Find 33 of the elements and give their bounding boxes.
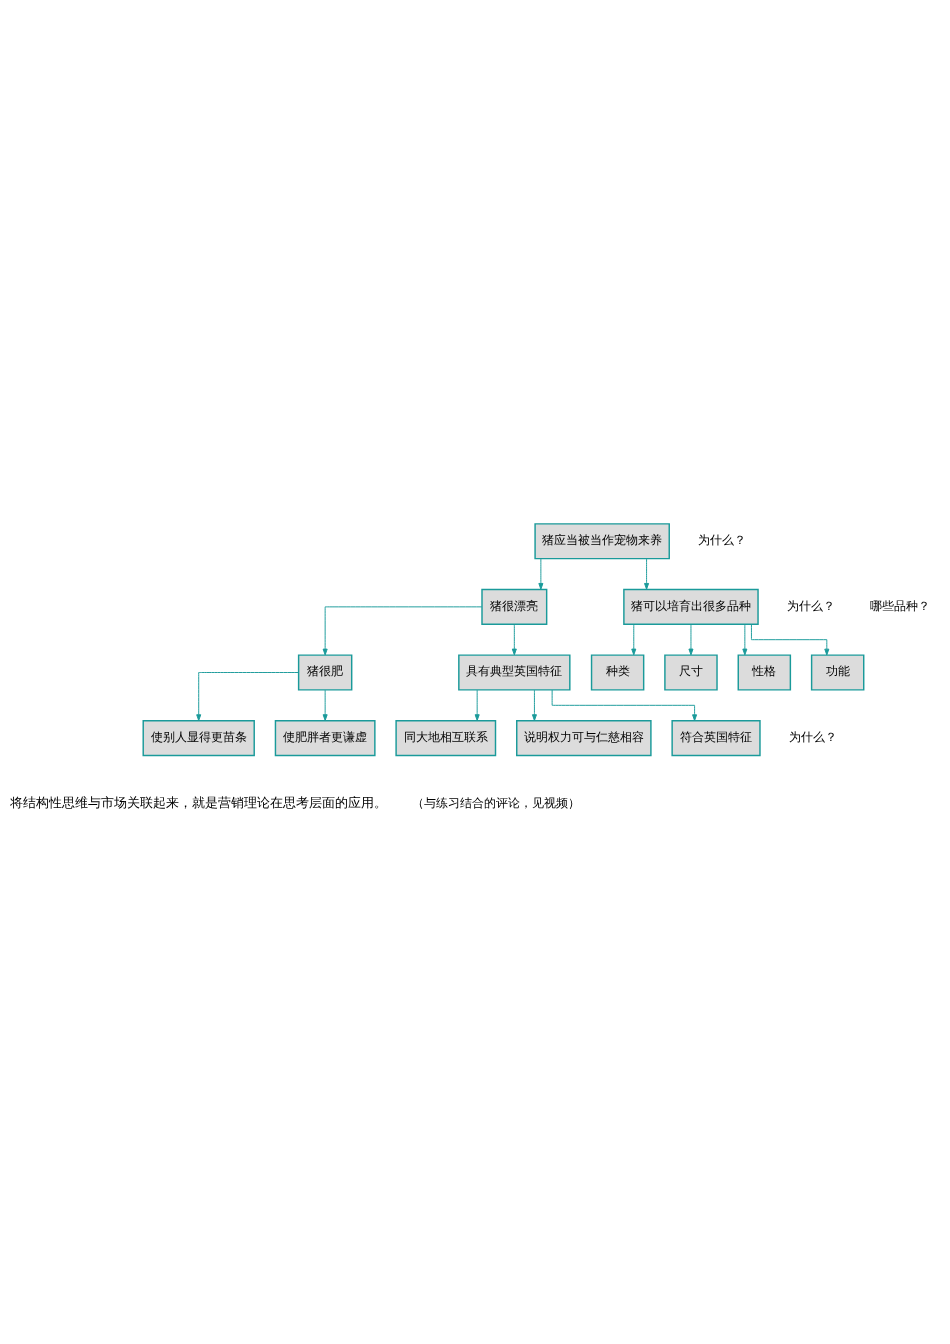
arrow — [631, 623, 637, 655]
label: 为什么？ — [788, 729, 837, 744]
node-box: 功能 — [810, 653, 865, 691]
arrow — [322, 605, 483, 655]
arrow — [531, 689, 537, 721]
arrow — [551, 689, 698, 721]
arrow — [322, 689, 328, 721]
node-box: 使别人显得更苗条 — [142, 719, 255, 756]
node-box: 猪很漂亮 — [481, 588, 548, 625]
node-box: 使肥胖者更谦虚 — [274, 719, 376, 756]
arrow — [538, 557, 544, 590]
node-box: 具有典型英国特征 — [458, 653, 571, 691]
node-box: 种类 — [590, 653, 645, 691]
arrow — [474, 689, 480, 721]
arrow — [750, 623, 830, 655]
node-box: 尺寸 — [664, 653, 718, 691]
node-box: 猪应当被当作宠物来养 — [534, 522, 670, 559]
arrow — [644, 557, 650, 590]
label: 为什么？ — [697, 532, 746, 547]
node-box: 猪可以培育出很多品种 — [623, 588, 759, 625]
node-box: 性格 — [737, 653, 792, 691]
label: 哪些品种？ — [870, 598, 931, 613]
label: 将结构性思维与市场关联起来，就是营销理论在思考层面的应用。 — [10, 794, 388, 810]
arrow — [196, 671, 299, 721]
arrow — [688, 623, 694, 655]
label: 为什么？ — [786, 598, 835, 613]
label: （与练习结合的评论，见视频） — [411, 795, 580, 810]
node-box: 说明权力可与仁慈相容 — [516, 719, 652, 756]
node-box: 猪很肥 — [297, 653, 353, 691]
arrow — [742, 623, 748, 655]
arrow — [511, 623, 517, 655]
node-box: 同大地相互联系 — [395, 719, 497, 756]
node-box: 符合英国特征 — [671, 719, 761, 756]
